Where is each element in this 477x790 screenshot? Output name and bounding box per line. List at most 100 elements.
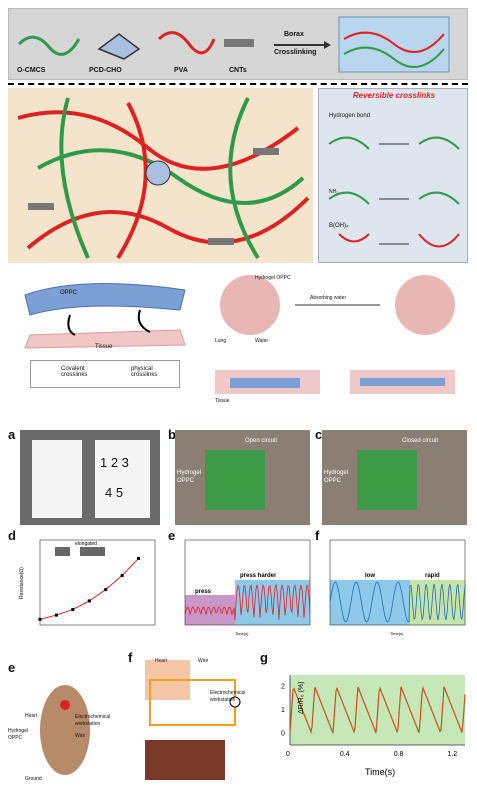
chart-d: elongated Resistance(Ω) <box>19 539 156 626</box>
chart-d-point <box>87 599 91 603</box>
label-o-cmcs: O-CMCS <box>17 67 46 74</box>
chart-d-point <box>54 613 58 617</box>
rat-ground: Ground <box>25 776 42 782</box>
crosslink-legend: Covalent crosslinks physical crosslinks <box>30 360 180 388</box>
network-panel <box>8 88 313 263</box>
tissue-label: Tissue <box>95 344 113 350</box>
panel-c-oppc: OPPC <box>324 478 342 484</box>
borate-label: B(OH)₄ <box>329 223 349 229</box>
label-borax: Borax <box>284 31 304 38</box>
chart-g-ytick: 1 <box>281 707 285 714</box>
panel-a-letter: a <box>8 427 16 442</box>
panel-b-letter: b <box>168 427 176 442</box>
pva-chain <box>157 31 216 55</box>
circuit-heart: Heart <box>155 658 168 664</box>
chart-e-line <box>184 583 311 621</box>
chart-g-xlabel: Time(s) <box>365 767 395 777</box>
chart-g-xtick: 0.4 <box>340 751 350 758</box>
chart-f-xlabel: Time(s) <box>390 631 404 636</box>
water-label: Water <box>255 338 269 344</box>
chart-d-ylabel: Resistance(Ω) <box>19 567 25 599</box>
lung-diagram: Hydrogel OPPC Absorbing water Lung Water… <box>210 270 465 420</box>
synthesis-panel: O-CMCS PCD-CHO PVA CNTs Borax Crosslinki… <box>8 8 468 80</box>
chart-f-low-bg <box>330 580 410 625</box>
chart-f-rapid: rapid <box>425 573 440 579</box>
circuit-workstation: workstation <box>210 697 236 703</box>
chart-d-point <box>71 607 75 611</box>
label-cnts: CNTs <box>229 67 247 74</box>
oppc-label: OPPC <box>60 290 78 296</box>
rat-heart: Heart <box>25 713 38 719</box>
chart-f-line <box>329 581 466 623</box>
panel-d-letter: d <box>8 528 16 543</box>
rat-hydrogel: Hydrogel <box>8 728 29 734</box>
panel-b-oppc: OPPC <box>177 478 195 484</box>
reversible-svg <box>328 136 460 248</box>
heart-circuit <box>145 660 241 780</box>
chart-g-xtick: 0.8 <box>394 751 404 758</box>
reversible-title: Reversible crosslinks <box>352 91 436 100</box>
tissue2-label: Tissue <box>215 398 230 404</box>
digits-bottom: 4 5 <box>105 485 124 500</box>
panel-f-letter: f <box>315 528 320 543</box>
covalent-label: Covalent crosslinks <box>61 366 88 378</box>
chart-g-xtick: 0 <box>286 751 290 758</box>
label-pva: PVA <box>174 67 188 74</box>
chart-e-harder-bg <box>235 580 310 625</box>
chart-e-xlabel: Time(s) <box>235 631 249 636</box>
chart-g-xtick: 1.2 <box>448 751 458 758</box>
hydrogen-bond-label: Hydrogen bond <box>329 113 371 119</box>
chart-g-ylabel: ΔR/R₀ (%) <box>298 682 305 714</box>
open-circuit-photo: Open circuit Hydrogel OPPC <box>175 430 310 525</box>
closed-circuit-photo: Closed circuit Hydrogel OPPC <box>322 430 467 525</box>
absorbing-water-label: Absorbing water <box>310 295 347 301</box>
chart-e-harder: press harder <box>240 573 277 579</box>
circuit-wire: Wire <box>198 658 209 664</box>
panel-g-letter: g <box>260 650 268 665</box>
chart-g-ytick: 0 <box>281 730 285 737</box>
chart-e: press press harder Time(s) <box>184 539 311 636</box>
panel-c-hydrogel: Hydrogel <box>324 470 349 476</box>
reversible-crosslinks-panel: Reversible crosslinks Hydrogen bond NH₂ … <box>318 88 468 263</box>
rat-workstation: workstation <box>75 721 101 727</box>
chart-f-low: low <box>365 573 375 579</box>
rat-oppc: OPPC <box>8 735 23 741</box>
digits-top: 1 2 3 <box>100 455 129 470</box>
amine-label: NH₂ <box>329 189 339 195</box>
synthesis-svg <box>17 16 450 73</box>
circuit-electrochemical: Electrochemical <box>210 690 246 696</box>
panel-e-letter: e <box>168 528 176 543</box>
lung-label: Lung <box>215 338 227 344</box>
physical-label: physical crosslinks <box>131 366 158 378</box>
rat-wire: Wire <box>75 733 86 739</box>
chart-d-point <box>120 573 124 577</box>
chart-g-line <box>289 685 466 735</box>
chart-g: 0 0.4 0.8 1.2 0 1 2 Time(s) ΔR/R₀ (%) <box>281 675 466 777</box>
chart-g-ytick: 2 <box>281 684 285 691</box>
chart-d-line <box>39 558 139 620</box>
panel-b-hydrogel: Hydrogel <box>177 470 202 476</box>
panel-f2-letter: f <box>128 650 133 665</box>
dashed-divider <box>8 83 468 85</box>
cube-red <box>343 31 445 53</box>
closed-circuit-label: Closed circuit <box>402 438 439 444</box>
chart-d-elongated: elongated <box>75 541 97 547</box>
rat-diagram <box>40 685 90 775</box>
cnt-tube <box>224 39 254 47</box>
label-crosslinking: Crosslinking <box>274 49 317 56</box>
chart-e-press: press <box>195 589 212 595</box>
oppc-diagram: OPPC Tissue <box>20 270 190 350</box>
cube-green <box>343 46 445 68</box>
hydrogel-oppc-label: Hydrogel OPPC <box>255 275 291 281</box>
network-svg <box>17 97 310 260</box>
label-pcd-cho: PCD-CHO <box>89 67 122 74</box>
pcd-cho-structure <box>97 33 141 60</box>
o-cmcs-chain <box>17 35 81 56</box>
chart-f: low rapid Time(s) <box>329 539 466 636</box>
panel-e2-letter: e <box>8 660 16 675</box>
panel-c-letter: c <box>315 427 323 442</box>
rat-electrochemical: Electrochemical <box>75 714 111 720</box>
chart-d-point <box>137 556 141 560</box>
arrow-head <box>324 41 331 49</box>
phone-photo: 1 2 3 4 5 <box>20 430 160 525</box>
